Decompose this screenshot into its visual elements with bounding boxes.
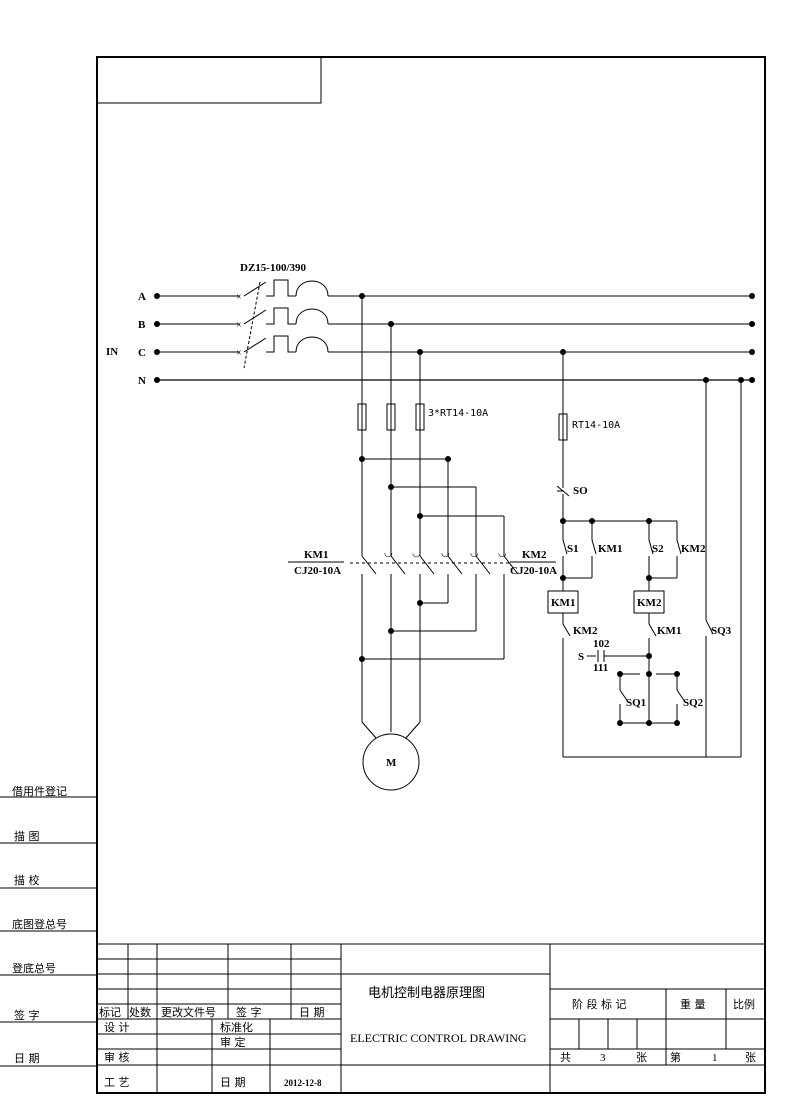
control-fuse-label: RT14-10A [572,420,620,431]
svg-text:◡: ◡ [441,548,450,559]
svg-text:×: × [236,292,242,303]
svg-text:◡: ◡ [412,548,421,559]
tb-sheet-unit: 张 [636,1051,647,1064]
tb-process: 工 艺 [104,1076,130,1089]
tb-header-count: 处数 [129,1006,151,1019]
tb-sheet-number: 1 [712,1052,718,1064]
tb-scale: 比例 [733,997,755,1011]
side-stamp-column: 借用件登记 描 图 描 校 底图登总号 登底总号 签 字 日 期 [0,784,97,1067]
circuit-breaker: × × × [236,279,752,369]
drawing-title-en: ELECTRIC CONTROL DRAWING [350,1031,527,1045]
km1-contactor-label: KM1 [304,549,328,561]
svg-text:◡: ◡ [498,548,507,559]
km2-aux-label: KM2 [681,543,706,555]
tb-total-prefix: 共 [560,1051,571,1064]
tb-sheet-unit-2: 张 [745,1051,756,1064]
power-input: DZ15-100/390 IN A B C N × × [106,262,755,387]
drawing-frame [96,56,766,1094]
stop-button-label: SO [573,485,588,497]
km2-interlock-label: KM2 [573,625,598,637]
s1-label: S1 [567,543,579,555]
svg-text:×: × [236,348,242,359]
tb-date-label: 日 期 [220,1076,246,1089]
stamp-borrow-register: 借用件登记 [12,784,67,798]
main-fuses-label: 3*RT14-10A [428,408,488,419]
svg-text:◡: ◡ [384,548,393,559]
breaker-label: DZ15-100/390 [240,262,307,274]
tb-design: 设 计 [104,1021,130,1034]
svg-text:◡: ◡ [470,548,479,559]
terminal-111-label: 111 [593,662,608,674]
sq3-label: SQ3 [711,625,732,637]
km2-coil: KM2 [633,590,665,614]
km2-coil-label: KM2 [637,597,662,609]
tb-header-date: 日 期 [299,1006,325,1019]
tb-sheet-prefix: 第 [670,1050,681,1064]
sq2-label: SQ2 [683,697,704,709]
contactor-main-contacts: ◡ ◡ ◡ ◡ ◡ [350,548,519,575]
main-fuses [357,403,425,431]
neutral-label: N [138,375,146,387]
stamp-base-map-number: 底图登总号 [12,917,67,931]
phase-a-label: A [138,291,146,303]
tb-check: 审 核 [104,1050,130,1064]
phase-b-label: B [138,319,146,331]
stamp-trace: 描 图 [14,829,40,843]
terminal-102-label: 102 [593,638,610,650]
stamp-trace-check: 描 校 [14,873,40,887]
motor: M [362,733,420,791]
s2-label: S2 [652,543,664,555]
tb-stage-mark: 阶 段 标 记 [572,997,627,1011]
tb-header-change-doc: 更改文件号 [161,1005,216,1019]
tb-total-sheets: 3 [600,1052,606,1064]
stop-button-so [556,484,570,521]
phase-c-label: C [138,347,146,359]
tb-review: 审 定 [220,1035,246,1049]
stamp-date: 日 期 [14,1052,40,1065]
s-switch-label: S [578,651,584,663]
stamp-base-register-number: 登底总号 [12,961,56,975]
main-circuit: 3*RT14-10A ◡ ◡ ◡ ◡ ◡ K [288,293,557,791]
sq1-label: SQ1 [626,697,646,709]
km1-aux-label: KM1 [598,543,622,555]
title-block: 标记 处数 更改文件号 签 字 日 期 设 计 标准化 审 定 审 核 工 艺 … [96,943,766,1094]
km1-coil: KM1 [547,590,579,614]
input-label: IN [106,346,118,358]
tb-standardize: 标准化 [220,1020,253,1034]
km1-model-label: CJ20-10A [294,565,341,577]
drawing-title-cn: 电机控制电器原理图 [368,986,485,1001]
tb-header-mark: 标记 [99,1005,121,1019]
svg-text:×: × [236,320,242,331]
motor-label: M [386,757,397,769]
km1-coil-label: KM1 [551,597,575,609]
tb-header-signature: 签 字 [236,1005,262,1019]
tb-weight: 重 量 [680,997,706,1011]
tb-date-value: 2012-12-8 [284,1078,322,1088]
km2-contactor-label: KM2 [522,549,547,561]
km1-interlock-label: KM1 [657,625,681,637]
stamp-signature: 签 字 [14,1008,40,1022]
control-circuit: RT14-10A SO S1 KM1 S2 [547,349,744,758]
km2-model-label: CJ20-10A [510,565,557,577]
